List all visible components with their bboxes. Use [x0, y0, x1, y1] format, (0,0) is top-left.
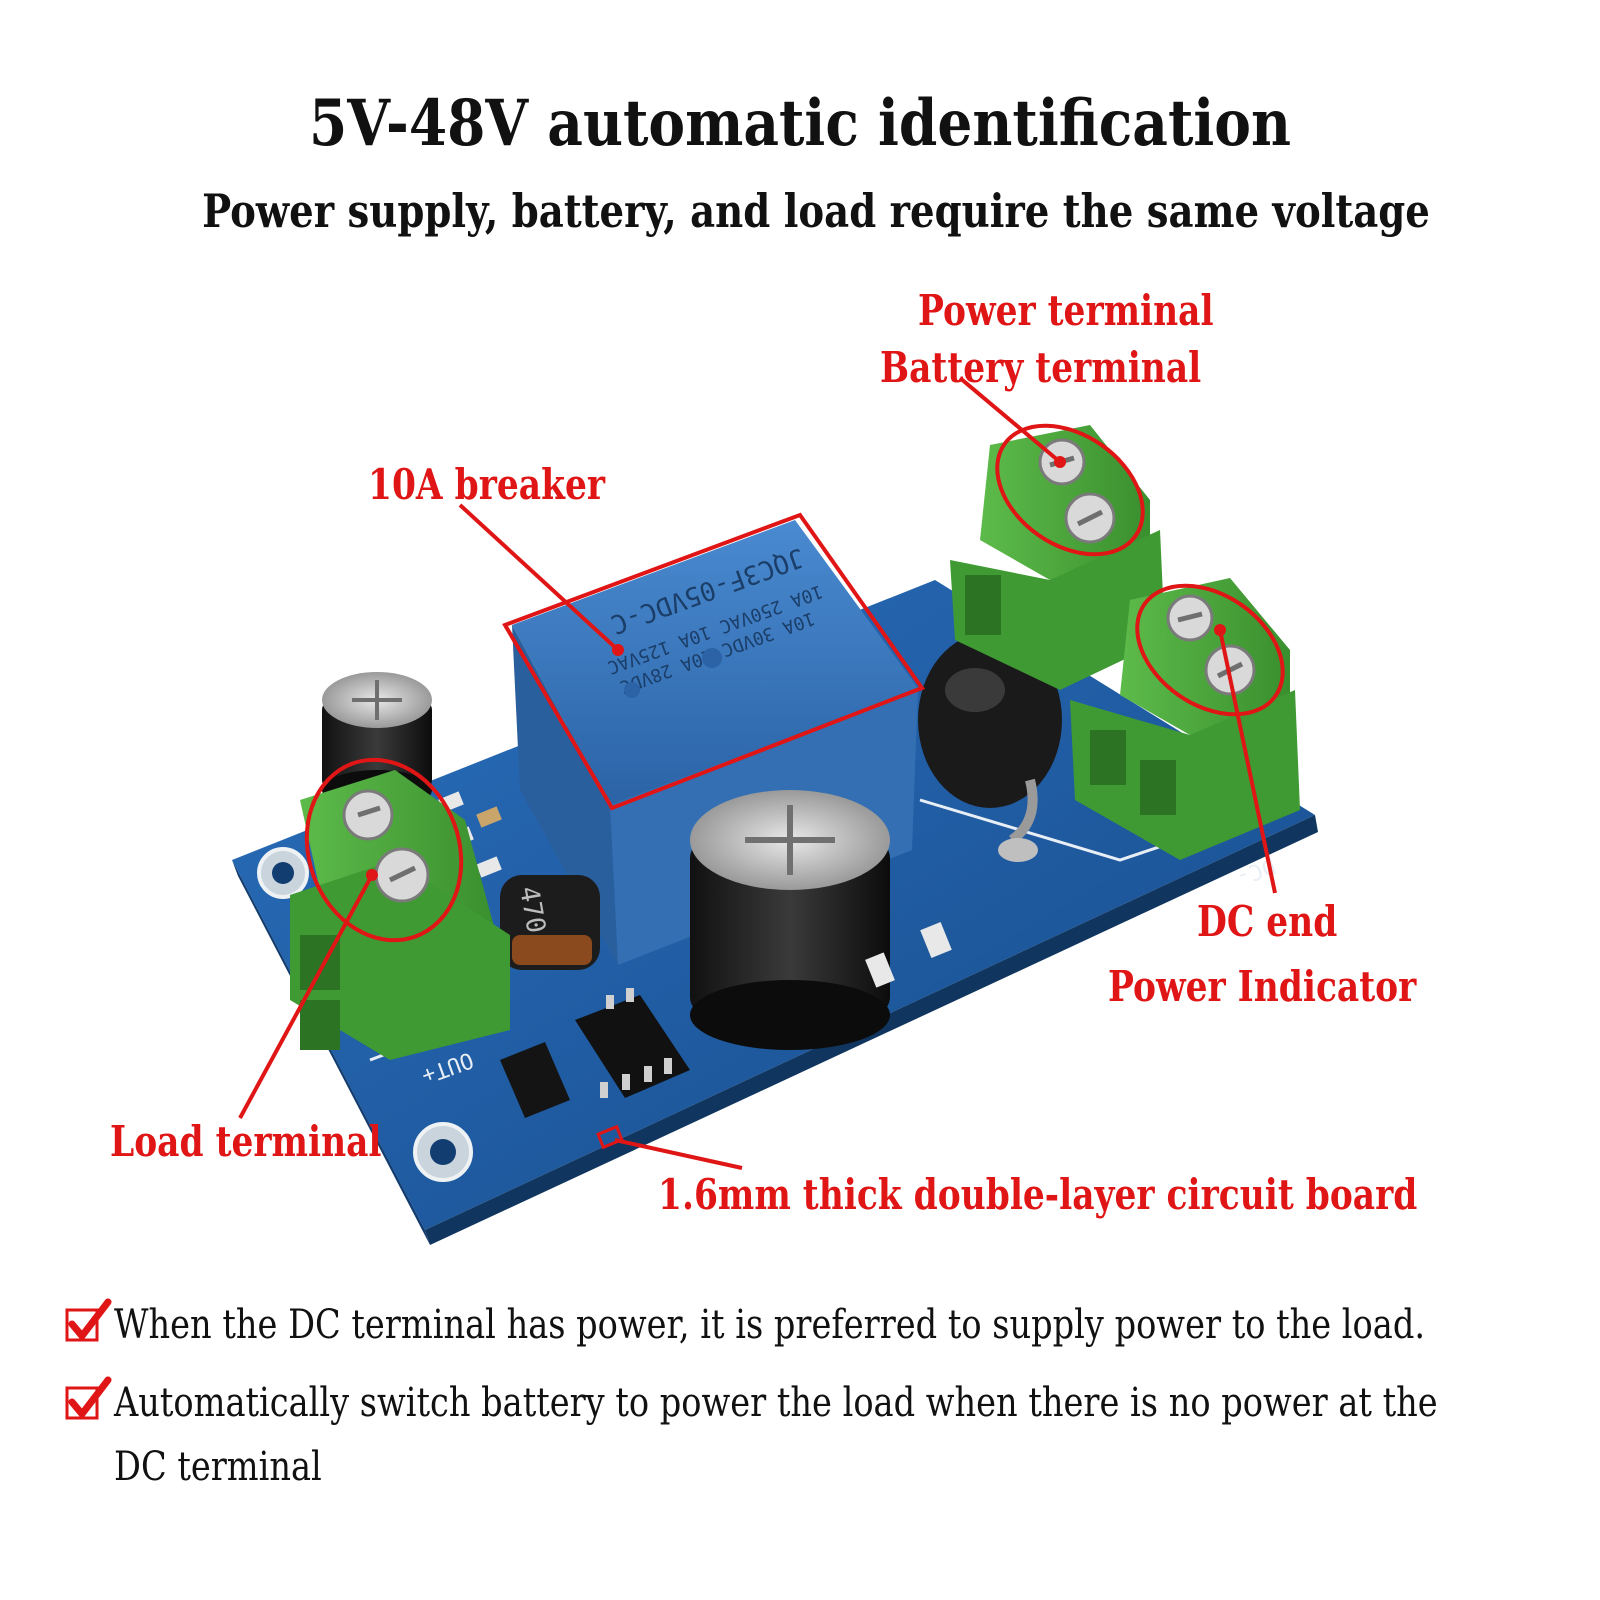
- callout-board: 1.6mm thick double-layer circuit board: [658, 1170, 1418, 1219]
- breaker-leader-line: [458, 503, 620, 652]
- annotation-dots: [366, 456, 1226, 881]
- board-leader-line: [614, 1138, 743, 1170]
- ic-chip: [500, 988, 690, 1118]
- battery-terminal-block: [950, 425, 1165, 690]
- load-terminal-block: OUT+: [290, 770, 510, 1088]
- feature-item-2-continued: DC terminal: [114, 1444, 322, 1490]
- dc-leader-line: [1218, 629, 1277, 894]
- dc-terminal-ellipse: [1135, 583, 1285, 717]
- checkbox-checked-icon: [65, 1298, 112, 1342]
- callout-power-indicator: Power Indicator: [1108, 962, 1417, 1011]
- battery-terminal-ellipse: [995, 423, 1145, 557]
- callout-dc-end: DC end: [1197, 897, 1338, 946]
- breaker-highlight-box: [502, 512, 926, 811]
- page-title: 5V-48V automatic identification: [308, 86, 1292, 161]
- callout-power-terminal: Power terminal: [918, 286, 1214, 335]
- load-terminal-ellipse: [304, 757, 464, 943]
- battery-leader-line: [958, 376, 1062, 464]
- page-subtitle: Power supply, battery, and load require …: [202, 184, 1430, 238]
- callout-battery-terminal: Battery terminal: [880, 343, 1202, 392]
- checkbox-checked-icon: [65, 1376, 112, 1420]
- large-capacitor: [690, 790, 890, 1050]
- callout-load-terminal: Load terminal: [110, 1117, 382, 1166]
- annotation-marks: [238, 376, 1285, 1170]
- load-leader-line: [238, 874, 374, 1119]
- callout-breaker: 10A breaker: [368, 460, 606, 509]
- feature-item-1: When the DC terminal has power, it is pr…: [114, 1302, 1426, 1348]
- feature-item-2: Automatically switch battery to power th…: [114, 1380, 1438, 1426]
- diode: [918, 632, 1062, 862]
- inductor: 470: [500, 875, 600, 970]
